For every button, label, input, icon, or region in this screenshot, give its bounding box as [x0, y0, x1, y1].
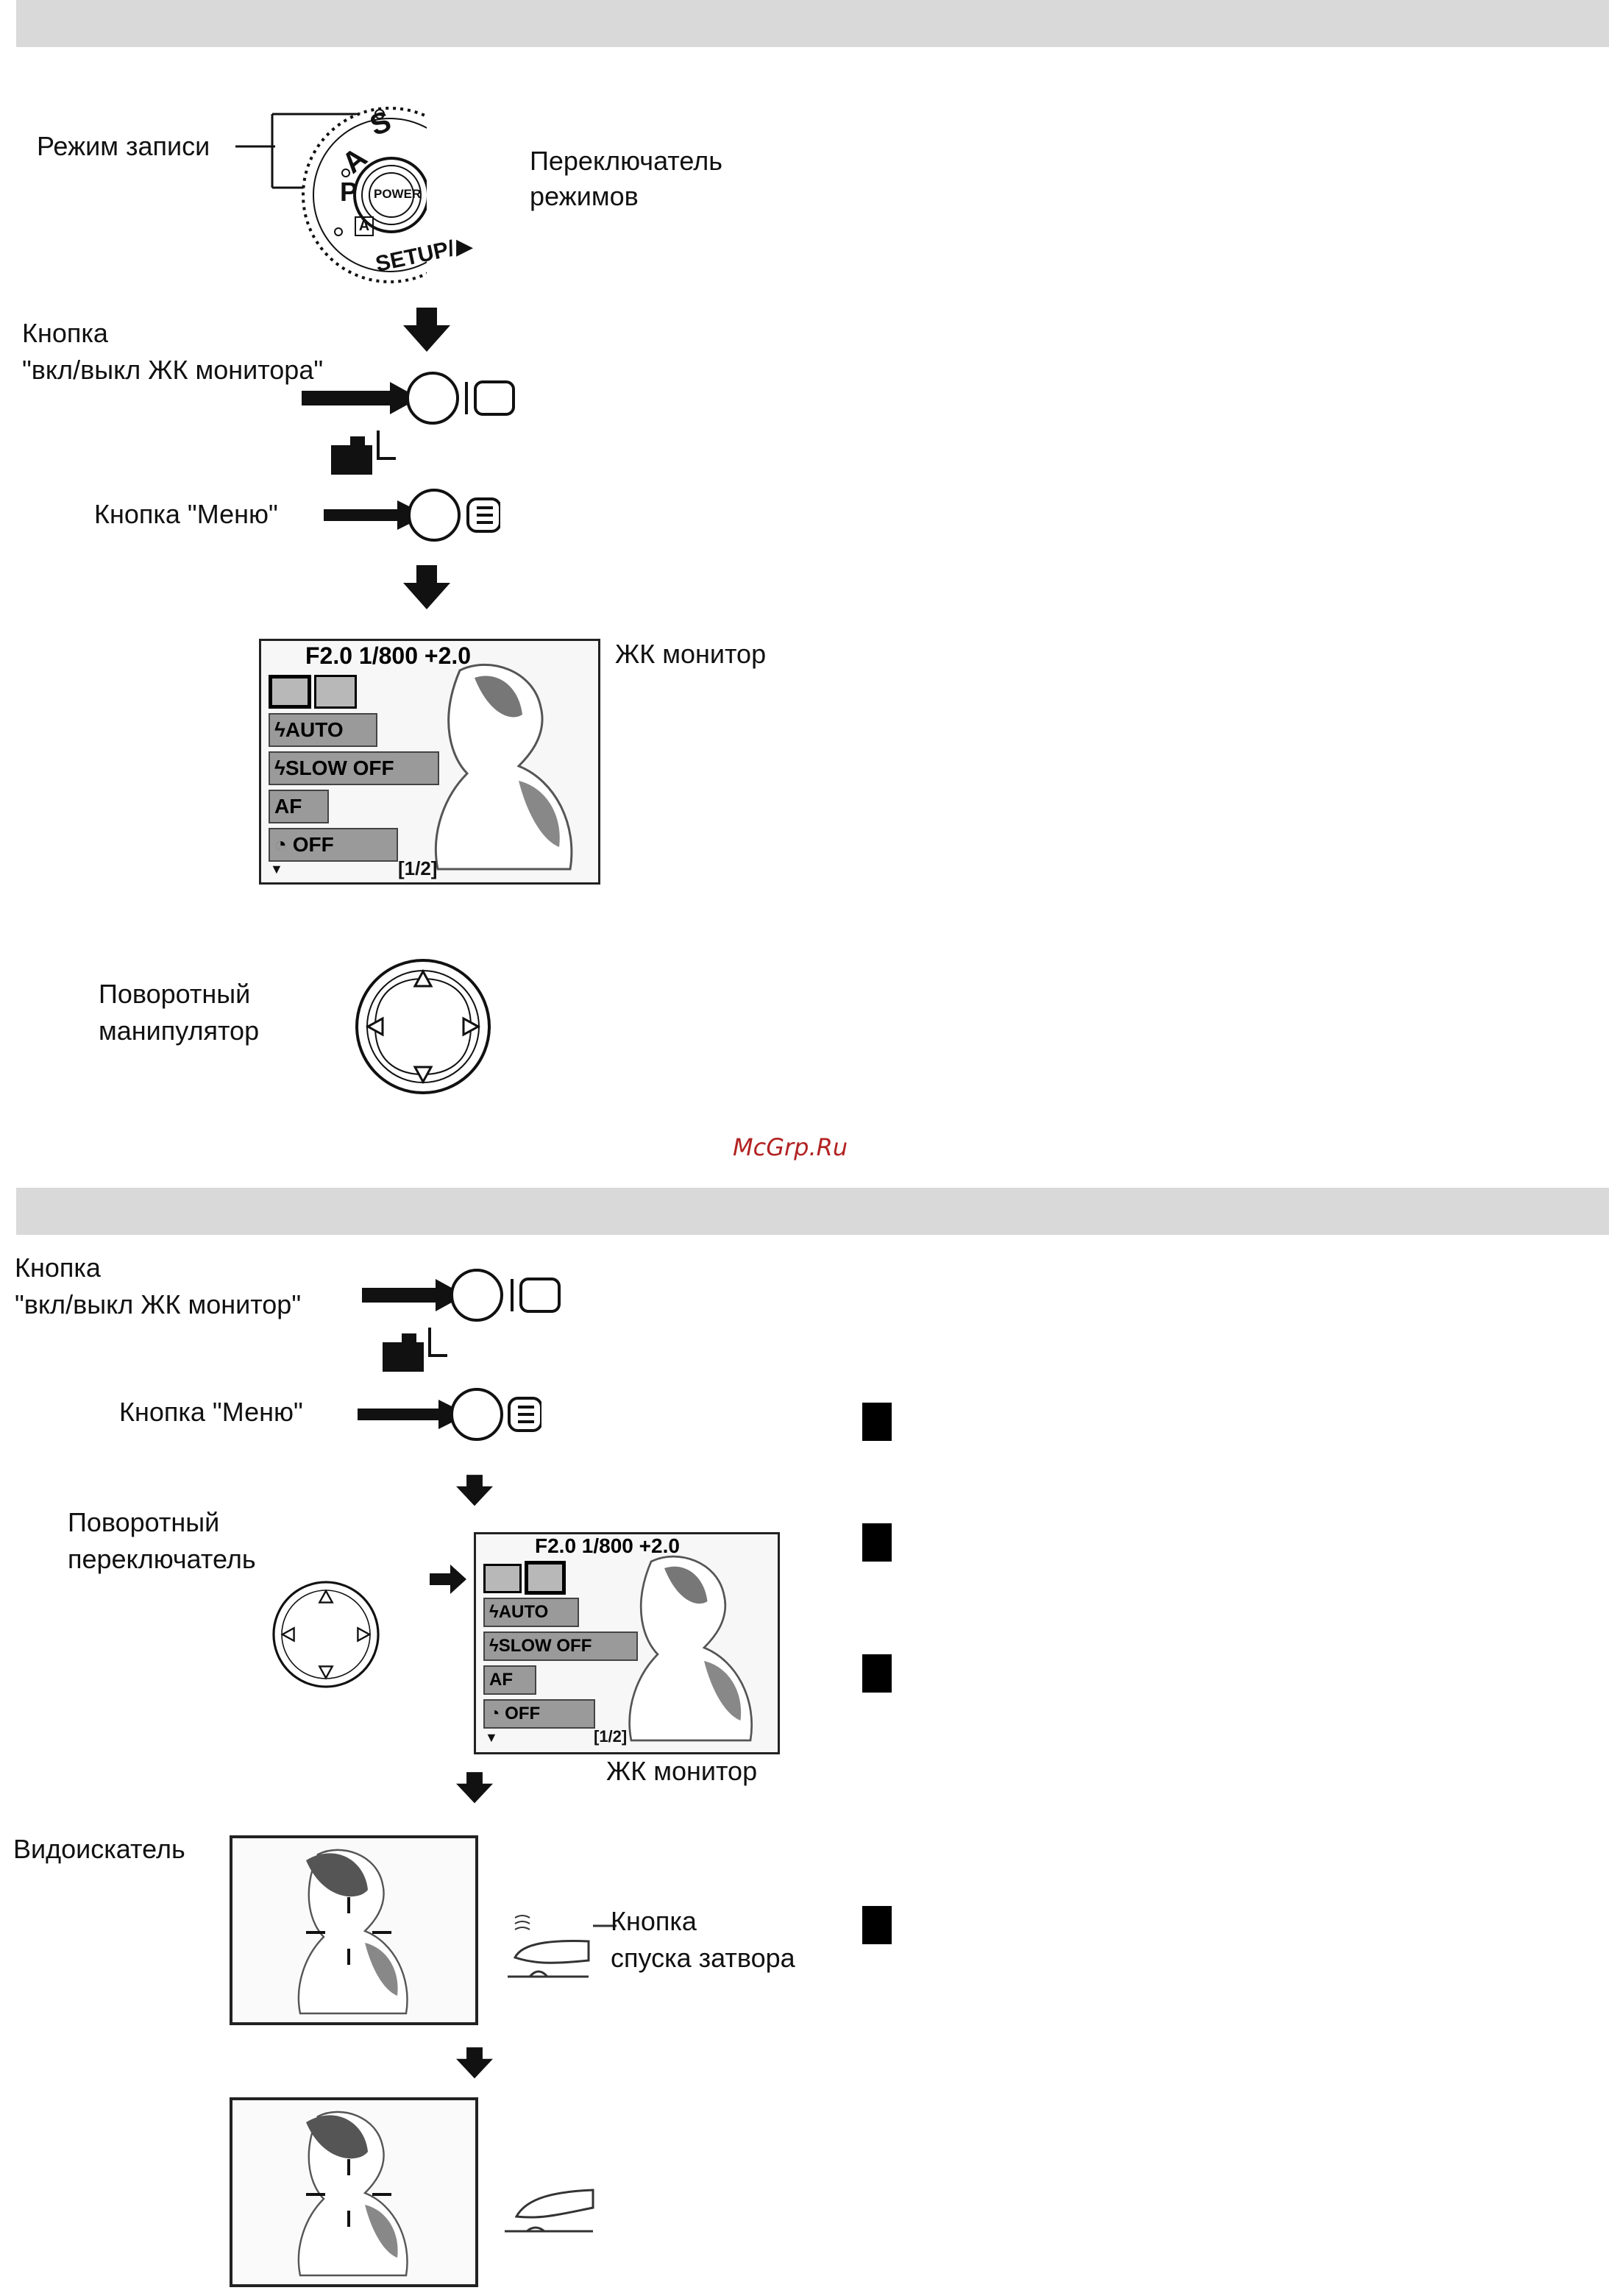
lcd-toggle-button[interactable] — [302, 372, 522, 489]
rotary-switch-label-line1: Поворотный — [68, 1507, 220, 1537]
af-frame-mark — [347, 2159, 350, 2175]
menu-row-self-timer-label: OFF — [292, 833, 334, 856]
flow-arrow-down-icon — [456, 1475, 493, 1506]
menu-row-flash-label: AUTO — [498, 1602, 549, 1622]
lcd-monitor-screen: F2.0 1/800 +2.0 ϟAUTO ϟSLOW OFF AF ◔ OFF… — [259, 639, 600, 885]
dog-illustration — [434, 663, 573, 871]
single-frame-icon — [483, 1564, 522, 1593]
watermark-text: McGrp.Ru — [733, 1133, 848, 1161]
viewfinder-frame — [230, 1835, 478, 2025]
lcd-monitor-label: ЖК монитор — [606, 1756, 758, 1786]
scroll-down-indicator-icon: ▼ — [485, 1730, 498, 1745]
menu-row-slow-sync: ϟSLOW OFF — [269, 751, 439, 785]
viewfinder-frame — [230, 2097, 478, 2287]
menu-row-af: AF — [269, 790, 329, 823]
af-frame-mark — [306, 1931, 325, 1934]
self-timer-icon: ◔ — [274, 833, 293, 856]
menu-row-self-timer-label: OFF — [505, 1704, 541, 1723]
callout-line — [593, 1924, 617, 1927]
shutter-button-label-line1: Кнопка — [611, 1906, 697, 1936]
mode-switch-label-line1: Переключатель — [530, 146, 722, 176]
shutter-button-label-line2: спуска затвора — [611, 1943, 795, 1973]
dog-illustration — [628, 1555, 753, 1742]
flash-icon: ϟ — [489, 1636, 499, 1656]
mode-dial[interactable] — [235, 99, 427, 291]
flash-icon: ϟ — [274, 718, 285, 741]
af-frame-mark — [372, 2193, 391, 2196]
menu-button-label: Кнопка "Меню" — [119, 1397, 303, 1427]
lcd-monitor-label: ЖК монитор — [615, 639, 767, 669]
pointer-arrow-right-icon — [430, 1565, 466, 1594]
mode-switch-label-line2: режимов — [530, 181, 639, 211]
scroll-down-indicator-icon: ▼ — [270, 862, 283, 876]
section-header-band-1 — [16, 0, 1609, 47]
step-marker-4 — [862, 1906, 892, 1944]
menu-button[interactable] — [324, 486, 500, 545]
menu-row-self-timer: ◔ OFF — [269, 828, 398, 862]
rotary-switch[interactable] — [271, 1579, 381, 1690]
af-frame-mark — [306, 2193, 325, 2196]
menu-row-self-timer: ◔ OFF — [483, 1699, 595, 1729]
flow-arrow-down-icon — [456, 1772, 493, 1804]
finger-full-press-icon — [505, 2189, 594, 2233]
lcd-button-label-line2: "вкл/выкл ЖК монитора" — [22, 355, 324, 385]
menu-button-label: Кнопка "Меню" — [94, 499, 278, 529]
flow-arrow-down-icon — [403, 565, 450, 609]
lcd-toggle-button[interactable] — [362, 1266, 568, 1376]
section-header-band-2 — [16, 1188, 1609, 1235]
af-frame-mark — [347, 2211, 350, 2227]
flash-icon: ϟ — [489, 1602, 499, 1622]
menu-row-slow-sync-label: SLOW OFF — [285, 757, 394, 779]
recording-mode-label: Режим записи — [37, 131, 210, 161]
flow-arrow-down-icon — [456, 2047, 493, 2079]
dog-illustration — [297, 1849, 408, 2015]
lcd-monitor-screen: F2.0 1/800 +2.0 ϟAUTO ϟSLOW OFF AF ◔ OFF… — [474, 1532, 780, 1754]
menu-row-slow-sync-label: SLOW OFF — [498, 1636, 592, 1656]
lcd-button-label-line1: Кнопка — [22, 318, 108, 348]
step-marker-1 — [862, 1403, 892, 1441]
dpad-label-line1: Поворотный — [99, 979, 251, 1009]
menu-page-indicator: [1/2] — [594, 1727, 628, 1746]
rotary-controller[interactable] — [353, 957, 493, 1096]
exposure-readout: F2.0 1/800 +2.0 — [535, 1534, 680, 1557]
step-marker-2 — [862, 1523, 892, 1562]
lcd-button-label-line1: Кнопка — [15, 1252, 101, 1283]
lcd-button-label-line2: "вкл/выкл ЖК монитор" — [15, 1289, 302, 1319]
flow-arrow-down-icon — [403, 308, 450, 352]
af-frame-mark — [347, 1949, 350, 1965]
single-frame-icon — [269, 675, 311, 709]
self-timer-icon: ◔ — [489, 1704, 505, 1723]
menu-row-af: AF — [483, 1665, 536, 1695]
exposure-readout: F2.0 1/800 +2.0 — [305, 642, 472, 669]
dial-play-icon: ▶ — [456, 235, 474, 259]
dog-illustration — [297, 2111, 408, 2277]
af-frame-mark — [372, 1931, 391, 1934]
dial-power-label: POWER — [374, 187, 422, 201]
menu-row-slow-sync: ϟSLOW OFF — [483, 1631, 638, 1661]
spot-metering-icon — [525, 1561, 566, 1595]
af-frame-mark — [347, 1897, 350, 1913]
menu-row-flash: ϟAUTO — [483, 1598, 579, 1627]
menu-row-flash-label: AUTO — [285, 718, 344, 741]
dpad-label-line2: манипулятор — [99, 1016, 260, 1046]
rotary-switch-label-line2: переключатель — [68, 1544, 256, 1574]
spot-metering-icon — [314, 675, 357, 709]
dial-auto-icon: A — [355, 216, 374, 236]
viewfinder-label: Видоискатель — [13, 1834, 185, 1864]
menu-row-flash: ϟAUTO — [269, 713, 377, 747]
step-marker-3 — [862, 1654, 892, 1693]
flash-icon: ϟ — [274, 757, 285, 779]
menu-page-indicator: [1/2] — [398, 857, 438, 879]
dial-mode-p: P — [340, 177, 358, 207]
finger-half-press-icon — [508, 1915, 590, 1978]
menu-button[interactable] — [358, 1385, 541, 1444]
